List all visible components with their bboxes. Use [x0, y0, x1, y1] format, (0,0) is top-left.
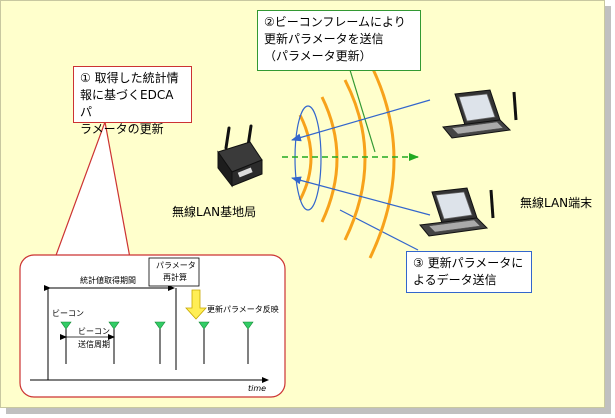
beacon-label: ビーコン	[52, 309, 84, 318]
step3-callout: ③ 更新パラメータに よるデータ送信	[406, 251, 532, 293]
time-axis-label: time	[248, 384, 267, 393]
wave-arc-4	[368, 62, 396, 259]
terminal-laptop-bottom-icon	[419, 187, 495, 237]
beacon-marker-5	[242, 321, 254, 330]
wave-arc-2	[320, 96, 339, 223]
wave-arc-3	[343, 79, 367, 241]
terminal-laptop-top-icon	[442, 89, 518, 139]
wave-arc-1	[298, 114, 313, 201]
access-point-label: 無線LAN基地局	[172, 205, 257, 219]
step1-pointer	[54, 121, 131, 259]
recalc-label-1: パラメータ	[156, 261, 196, 270]
uplink-arrow-top	[291, 99, 431, 142]
stats-period-label: 統計値取得期間	[80, 276, 136, 285]
beacon-marker-3	[154, 321, 166, 330]
access-point-icon	[217, 124, 263, 188]
param-apply-arrow	[185, 289, 207, 320]
wave-ellipse	[294, 105, 322, 211]
step2-pointer	[349, 69, 376, 153]
beacon-marker-2	[108, 321, 120, 330]
beacon-interval-label-2: 送信周期	[78, 340, 110, 349]
step1-callout: ① 取得した統計情 報に基づくEDCAパ ラメータの更新	[73, 66, 192, 136]
beacon-marker-1	[60, 321, 72, 330]
step2-callout: ②ビーコンフレームにより 更新パラメータを送信 （パラメータ更新）	[257, 10, 421, 71]
beacon-interval-label-1: ビーコン	[78, 327, 110, 336]
param-apply-label: 更新パラメータ反映	[207, 305, 279, 314]
recalc-label-2: 再計算	[163, 273, 187, 282]
step3-pointer	[339, 209, 419, 251]
beacon-marker-4	[198, 321, 210, 330]
terminal-label: 無線LAN端末	[520, 196, 593, 210]
recalc-box	[148, 257, 200, 287]
uplink-arrow-bottom	[291, 176, 431, 216]
